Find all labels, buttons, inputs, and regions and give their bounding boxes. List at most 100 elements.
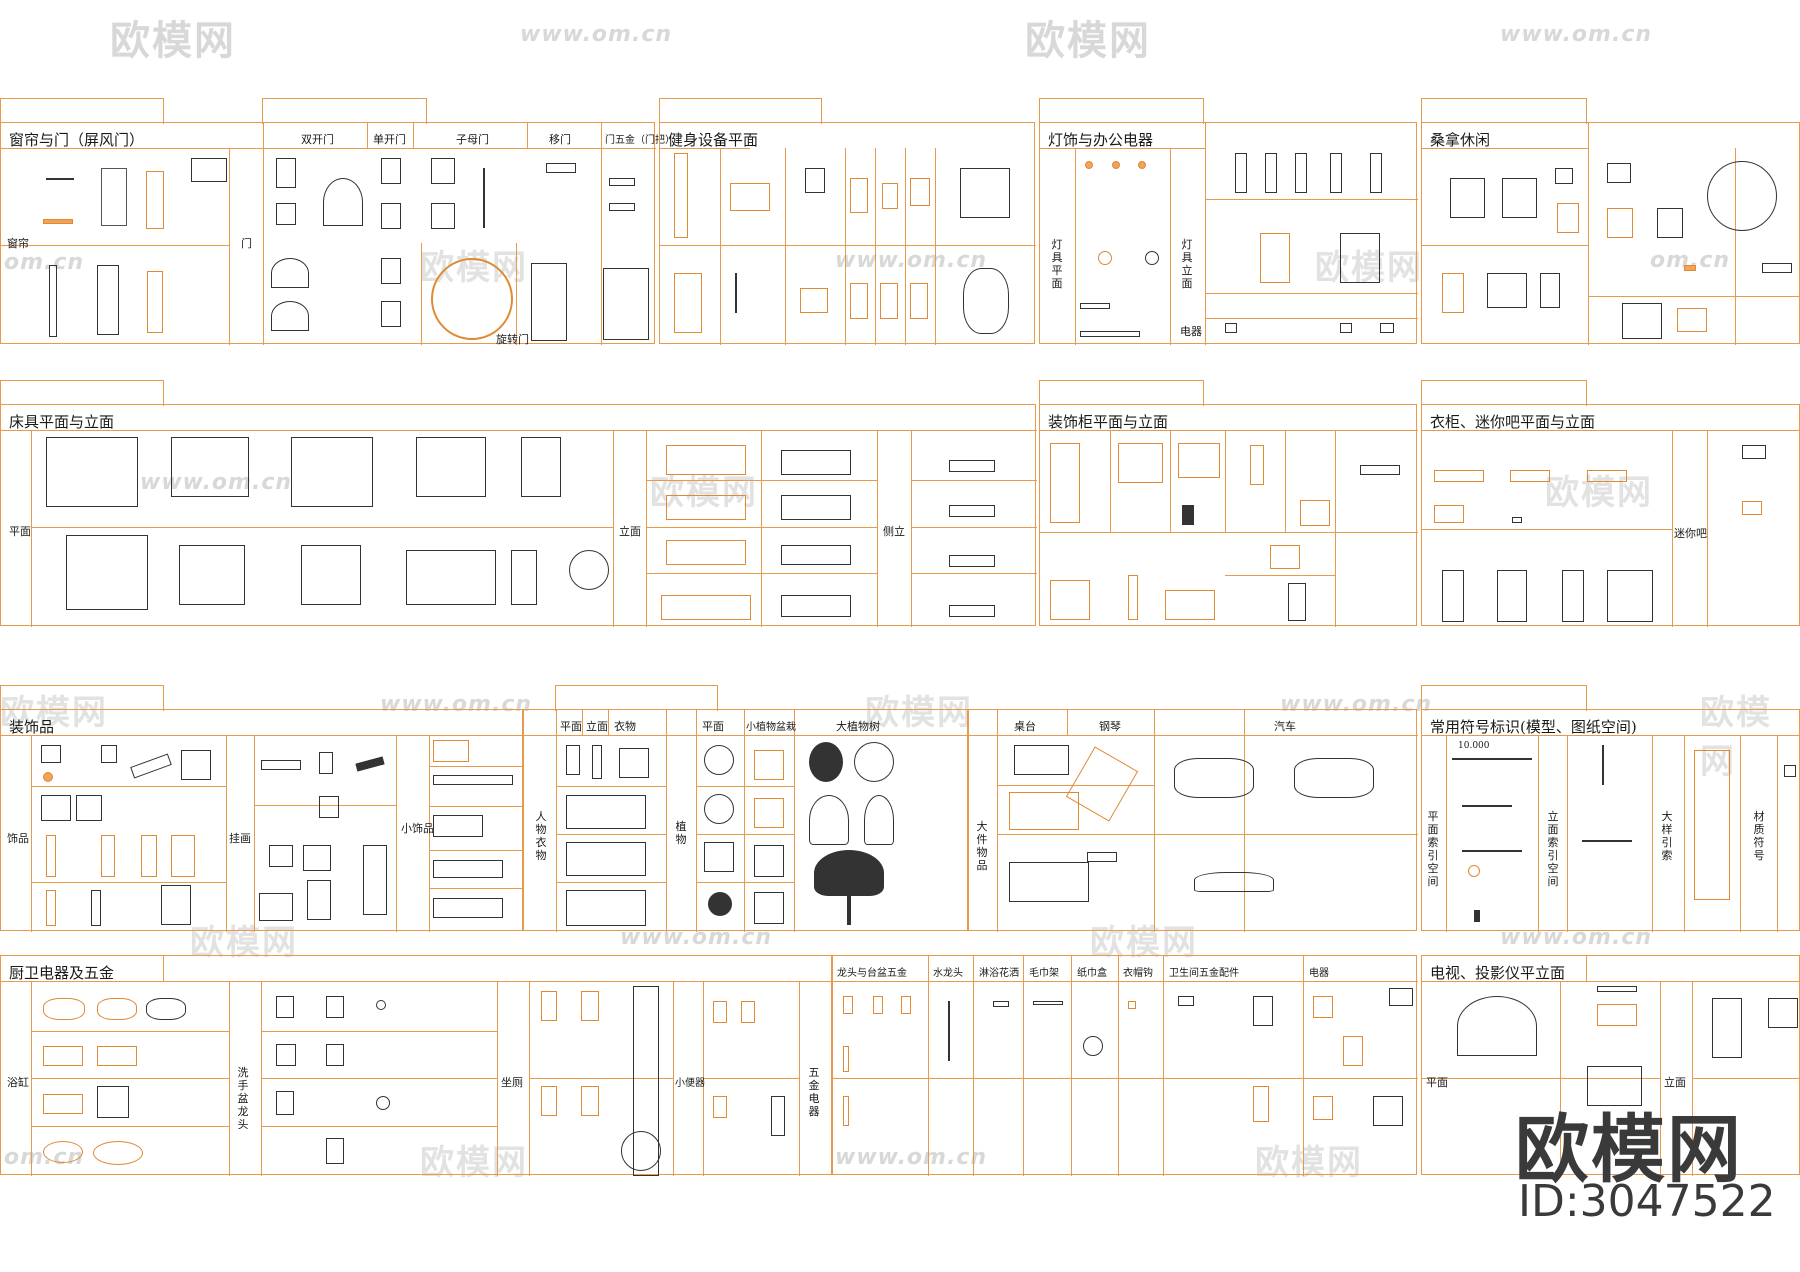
row-label-toilet: 坐厕 bbox=[501, 1076, 523, 1089]
bed-elev bbox=[666, 495, 746, 520]
decor-symbol bbox=[171, 835, 195, 877]
row-label-curtain: 窗帘 bbox=[7, 237, 29, 250]
tv-symbol bbox=[1597, 986, 1637, 992]
watermark-logo: 欧模网 bbox=[110, 18, 236, 64]
panel-people-plants: 平面 立面 衣物 平面 小植物盆栽 大植物树 人物衣物 植物 bbox=[523, 709, 969, 932]
tv-symbol bbox=[1597, 1004, 1637, 1026]
basin-symbol bbox=[376, 1000, 386, 1010]
col-label-car: 汽车 bbox=[1274, 720, 1296, 733]
appliance-symbol bbox=[1373, 1096, 1403, 1126]
sauna-symbol bbox=[1677, 308, 1707, 332]
watermark-url: www.om.cn bbox=[1500, 925, 1653, 950]
decor-symbol bbox=[101, 745, 117, 763]
row-label-plan: 平面 bbox=[9, 525, 31, 538]
fitness-symbol bbox=[735, 273, 737, 313]
lamp-symbol bbox=[1295, 153, 1307, 193]
cabinet-symbol bbox=[1360, 465, 1400, 475]
basin-symbol bbox=[326, 1044, 344, 1066]
col-label-door-hardware: 门五金（门把） bbox=[605, 135, 675, 146]
fitness-symbol bbox=[882, 183, 898, 209]
table-symbol bbox=[1009, 862, 1089, 902]
painting-symbol bbox=[261, 760, 301, 770]
fitness-symbol bbox=[850, 178, 868, 213]
wardrobe-symbol bbox=[1587, 470, 1627, 482]
cabinet-symbol bbox=[1288, 583, 1306, 621]
bed-plan bbox=[291, 437, 373, 507]
car-symbol bbox=[1294, 758, 1374, 798]
lamp-symbol bbox=[1145, 251, 1159, 265]
basin-symbol bbox=[276, 996, 294, 1018]
panel-title: 健身设备平面 bbox=[668, 131, 759, 149]
watermark-url: www.om.cn bbox=[520, 22, 673, 47]
door-symbol bbox=[276, 203, 296, 225]
fitness-symbol bbox=[850, 283, 868, 319]
sliding-door-symbol bbox=[531, 263, 567, 341]
revolving-door-symbol bbox=[431, 258, 513, 340]
panel-wardrobe: 衣柜、迷你吧平面与立面 迷你吧 bbox=[1421, 404, 1800, 627]
watermark-url: www.om.cn bbox=[1280, 692, 1433, 717]
bathtub-symbol bbox=[43, 998, 85, 1020]
panel-tab bbox=[659, 98, 822, 124]
bathtub-symbol bbox=[97, 998, 137, 1020]
cabinet-symbol bbox=[1050, 443, 1080, 523]
decor-symbol bbox=[43, 772, 53, 782]
bathtub-symbol bbox=[43, 1141, 83, 1163]
watermark-url: www.om.cn bbox=[835, 248, 988, 273]
cabinet-symbol bbox=[1178, 443, 1220, 478]
row-label-electrical: 电器 bbox=[1180, 325, 1202, 338]
row-label-material: 材质符号 bbox=[1753, 810, 1765, 862]
cabinet-symbol bbox=[1118, 443, 1163, 483]
plant-symbol bbox=[704, 794, 734, 824]
decor-symbol bbox=[161, 885, 191, 925]
row-label-plants: 植物 bbox=[675, 820, 687, 846]
panel-symbols: 常用符号标识(模型、图纸空间) 平面索引空间 立面索引空间 大样引索 材质符号 … bbox=[1421, 709, 1800, 932]
decor-symbol bbox=[181, 750, 211, 780]
bed-plan bbox=[46, 437, 138, 507]
bed-plan bbox=[416, 437, 486, 497]
col-label: 淋浴花洒 bbox=[979, 968, 1019, 979]
appliance-symbol bbox=[1313, 996, 1333, 1018]
tree-symbol bbox=[854, 742, 894, 782]
col-label-single-door: 单开门 bbox=[373, 133, 406, 146]
row-label-tv-plan: 平面 bbox=[1426, 1076, 1448, 1089]
col-label: 卫生间五金配件 bbox=[1169, 968, 1239, 979]
sliding-door-symbol bbox=[483, 168, 485, 228]
panel-lamps-office: 灯饰与办公电器 灯具平面 灯具立面 电器 bbox=[1039, 122, 1418, 345]
bed-side bbox=[949, 605, 995, 617]
fitness-symbol bbox=[910, 283, 928, 319]
cabinet-symbol bbox=[1165, 590, 1215, 620]
toilet-symbol bbox=[541, 1086, 557, 1116]
sauna-symbol bbox=[1657, 208, 1683, 238]
watermark-logo: 欧模网 bbox=[650, 473, 758, 513]
painting-symbol bbox=[303, 845, 331, 871]
panel-title: 厨卫电器及五金 bbox=[9, 964, 115, 982]
decor-symbol bbox=[46, 835, 56, 877]
panel-title: 床具平面与立面 bbox=[9, 413, 115, 431]
row-label-large-item: 大件物品 bbox=[976, 820, 988, 872]
curtain-symbol bbox=[191, 158, 227, 182]
sliding-door-symbol bbox=[603, 268, 649, 340]
toilet-symbol bbox=[633, 986, 659, 1176]
panel-title: 装饰品 bbox=[9, 718, 55, 736]
piano-symbol bbox=[1087, 852, 1117, 862]
table-symbol bbox=[1014, 745, 1069, 775]
panel-tab bbox=[555, 685, 718, 711]
lamp-symbol bbox=[1098, 251, 1112, 265]
person-symbol bbox=[566, 890, 646, 926]
painting-symbol bbox=[319, 796, 339, 818]
door-symbol bbox=[431, 158, 455, 184]
col-label: 水龙头 bbox=[933, 968, 963, 979]
watermark-url: www.om.cn bbox=[140, 470, 293, 495]
basin-symbol bbox=[276, 1091, 294, 1115]
watermark-logo: 欧模网 bbox=[1025, 18, 1151, 64]
curtain-symbol bbox=[46, 178, 74, 180]
hardware-symbol bbox=[948, 1001, 950, 1061]
basin-symbol bbox=[376, 1096, 390, 1110]
toilet-symbol bbox=[581, 991, 599, 1021]
plant-symbol bbox=[754, 845, 784, 877]
hardware-symbol bbox=[901, 996, 911, 1014]
decor-symbol bbox=[101, 835, 115, 877]
electrical-symbol bbox=[1080, 331, 1140, 337]
panel-bathroom: 厨卫电器及五金 浴缸 洗手盆龙头 坐厕 小便器 五金电器 bbox=[0, 955, 833, 1176]
urinal-symbol bbox=[741, 1001, 755, 1023]
